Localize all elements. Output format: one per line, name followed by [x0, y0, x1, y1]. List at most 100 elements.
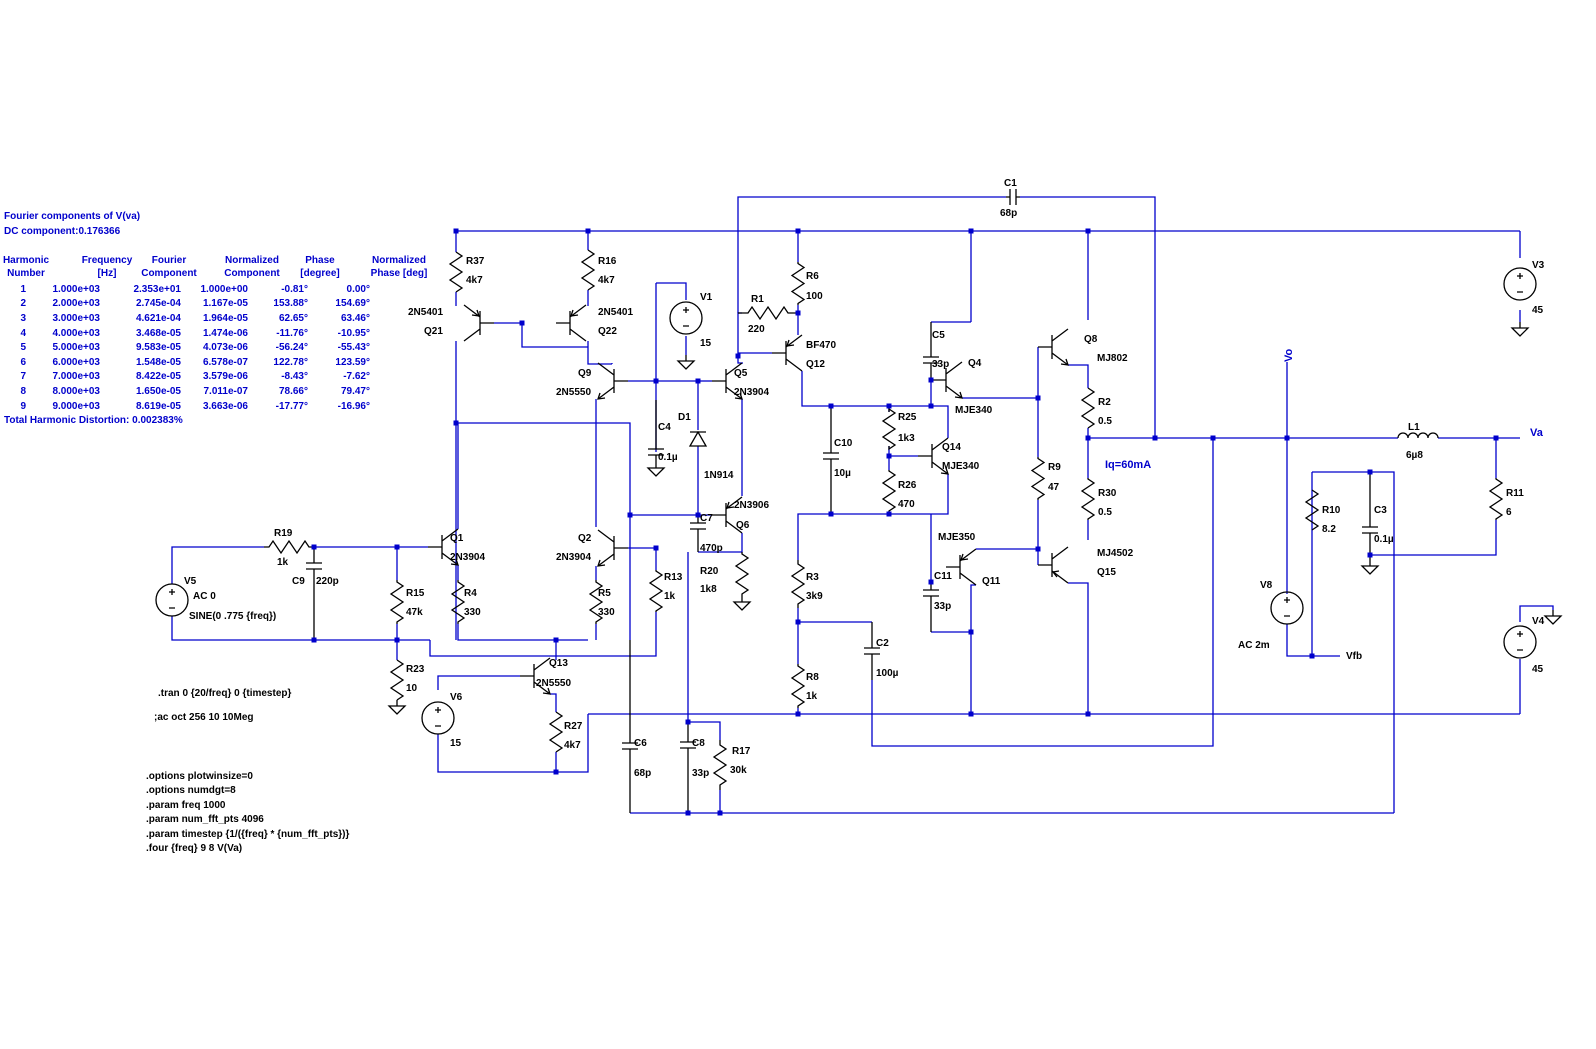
transistor-arrow [597, 559, 606, 567]
wire [437, 734, 556, 773]
label-l1: L1 [1408, 422, 1420, 433]
label-c11: C11 [934, 571, 952, 582]
label-c9: C9 [292, 576, 305, 587]
voltage-source-symbol [1503, 267, 1537, 301]
label-r15: R15 [406, 588, 425, 599]
fourier-cell: 7 [20, 371, 26, 383]
wires [171, 196, 1554, 814]
junction-dot [653, 378, 659, 384]
junction-dot [886, 403, 892, 409]
directive-line: .param freq 1000 [146, 799, 226, 811]
resistor-symbol [790, 664, 806, 708]
resistor-symbol [738, 305, 798, 321]
fourier-cell: 1.964e-05 [202, 312, 248, 324]
directive-line: .param num_fft_pts 4096 [146, 814, 264, 826]
transistor-arrow [1060, 358, 1069, 366]
fourier-cell: -16.96° [337, 400, 370, 412]
fourier-cell: 3.579e-06 [202, 371, 248, 383]
label-q21: Q21 [424, 326, 443, 337]
fourier-cell: 0.00° [346, 283, 370, 295]
junction-dot [695, 512, 701, 518]
wire [737, 196, 1006, 313]
junction-dot [585, 228, 591, 234]
fourier-cell: 5.000e+03 [52, 342, 100, 354]
label-r10: R10 [1322, 505, 1341, 516]
label-q1t: 2N3904 [450, 552, 485, 563]
fourier-cell: 8.000e+03 [52, 385, 100, 397]
fourier-cell: -10.95° [337, 327, 370, 339]
fourier-cell: 63.46° [340, 312, 370, 324]
wire [688, 721, 721, 740]
wire [737, 312, 742, 356]
junction-dot [1035, 546, 1041, 552]
junction-dot [928, 579, 934, 585]
fourier-cell: 6.000e+03 [52, 356, 100, 368]
fourier-cell: 9 [20, 400, 26, 412]
wire [429, 612, 657, 657]
fourier-cell: 4.073e-06 [202, 342, 248, 354]
fourier-cell: 62.65° [278, 312, 308, 324]
label-r23v: 10 [406, 683, 418, 694]
fourier-cell: 1.474e-06 [202, 327, 248, 339]
junction-dot [886, 453, 892, 459]
label-q2: Q2 [578, 533, 592, 544]
transistor-symbol [1038, 546, 1069, 584]
label-r5: R5 [598, 588, 611, 599]
label-r3: R3 [806, 572, 819, 583]
wire [970, 584, 976, 714]
resistor-symbol [389, 659, 405, 701]
label-v3v: 45 [1532, 305, 1544, 316]
junction-dot [1367, 552, 1373, 558]
label-c6v: 68p [634, 768, 651, 779]
junction-dot [1210, 435, 1216, 441]
voltage-source-polarity [1284, 597, 1290, 617]
label-c2v: 100µ [876, 668, 899, 679]
label-r27: R27 [564, 721, 583, 732]
junction-dot [1152, 435, 1158, 441]
label-c10: C10 [834, 438, 853, 449]
capacitor-symbol [923, 582, 939, 632]
capacitor-symbol [622, 640, 638, 813]
fourier-cell: -7.62° [343, 371, 370, 383]
inductor-symbol [1397, 432, 1439, 439]
label-v6: V6 [450, 692, 463, 703]
junction-dot [695, 378, 701, 384]
ground-symbol [646, 462, 666, 477]
junction-dot [453, 420, 459, 426]
label-c5v: 33p [932, 359, 949, 370]
transistor-symbol [918, 437, 949, 475]
voltage-source-symbol [669, 301, 703, 335]
fourier-cell: 8.619e-05 [135, 400, 181, 412]
transistor-arrow [597, 392, 606, 400]
label-c3v: 0.1µ [1374, 534, 1394, 545]
fourier-cell: 154.69° [335, 298, 370, 310]
transistor-arrow [734, 392, 743, 400]
label-q1: Q1 [450, 533, 464, 544]
label-v5sine: SINE(0 .775 {freq}) [189, 611, 276, 622]
junction-dot [886, 511, 892, 517]
ac-directive: ;ac oct 256 10 10Meg [154, 712, 254, 723]
wire [801, 371, 831, 407]
capacitor-symbol [1006, 189, 1020, 205]
label-c1: C1 [1004, 178, 1017, 189]
label-c4v: 0.1µ [658, 452, 678, 463]
resistor-symbol [712, 740, 728, 790]
capacitor-symbol [823, 406, 839, 514]
junction-dot [795, 228, 801, 234]
fourier-cell: 122.78° [273, 356, 308, 368]
label-q5t: 2N3904 [734, 387, 769, 398]
fourier-cell: 1.000e+03 [52, 283, 100, 295]
fourier-cell: 7.011e-07 [203, 385, 249, 397]
directive-line: .four {freq} 9 8 V(Va) [146, 843, 243, 855]
wire [871, 438, 1214, 747]
fourier-cell: 8 [20, 385, 26, 397]
resistor-symbol [548, 711, 564, 753]
options-directives: .options plotwinsize=0 .options numdgt=8… [146, 770, 349, 856]
label-c7v: 470p [700, 543, 723, 554]
wire [656, 282, 687, 300]
label-r20v: 1k8 [700, 584, 717, 595]
